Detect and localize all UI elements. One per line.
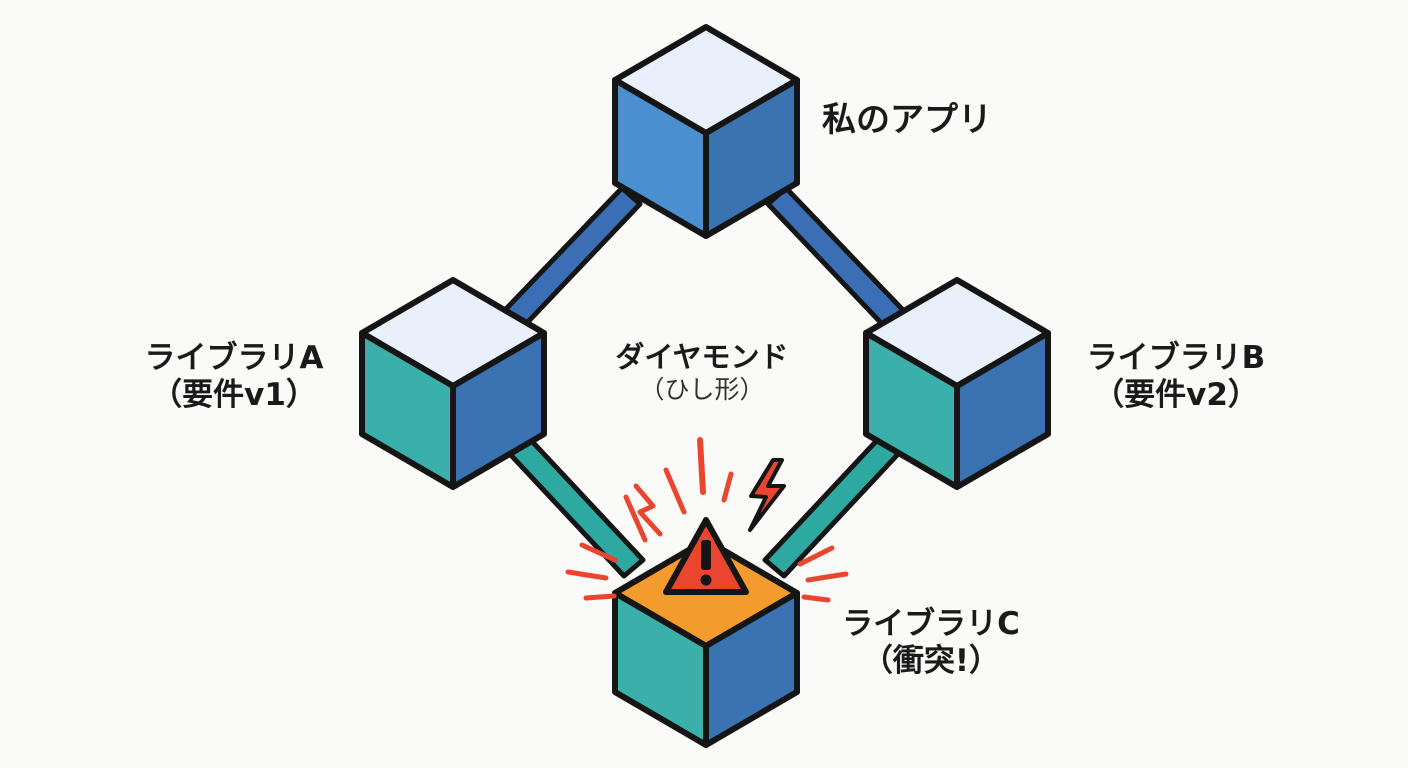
diamond-center-label: ダイヤモンド （ひし形）	[570, 340, 834, 405]
node-lib-b-label: ライブラリB （要件v2）	[1060, 340, 1292, 414]
diamond-subtitle: （ひし形）	[639, 374, 765, 404]
edge-lib-b-lib-c	[762, 433, 903, 579]
node-lib-b-cube	[863, 277, 1051, 490]
edge-app-lib-a	[502, 185, 643, 329]
node-app-label: 私のアプリ	[822, 100, 992, 141]
edge-app-lib-b	[765, 185, 906, 329]
spark-zigzag-icon	[633, 483, 663, 537]
node-lib-b-title: ライブラリB	[1086, 340, 1266, 376]
node-lib-c-subtitle: （衝突!）	[861, 643, 1001, 680]
edge-lib-a-lib-c	[505, 433, 646, 579]
lightning-bolt-icon	[748, 458, 786, 532]
node-lib-c-title: ライブラリC	[842, 606, 1020, 642]
diamond-title: ダイヤモンド	[615, 340, 789, 374]
node-lib-b-subtitle: （要件v2）	[1093, 377, 1259, 414]
node-lib-a-label: ライブラリA （要件v1）	[118, 340, 350, 414]
node-app-cube	[612, 24, 800, 239]
node-lib-a-title: ライブラリA	[144, 340, 324, 376]
warning-icon	[663, 517, 749, 595]
node-lib-c-label: ライブラリC （衝突!）	[815, 606, 1047, 680]
node-lib-a-cube	[359, 277, 547, 490]
node-lib-a-subtitle: （要件v1）	[151, 377, 317, 414]
node-app-title: 私のアプリ	[822, 100, 992, 140]
conflict-sparks	[565, 437, 849, 603]
